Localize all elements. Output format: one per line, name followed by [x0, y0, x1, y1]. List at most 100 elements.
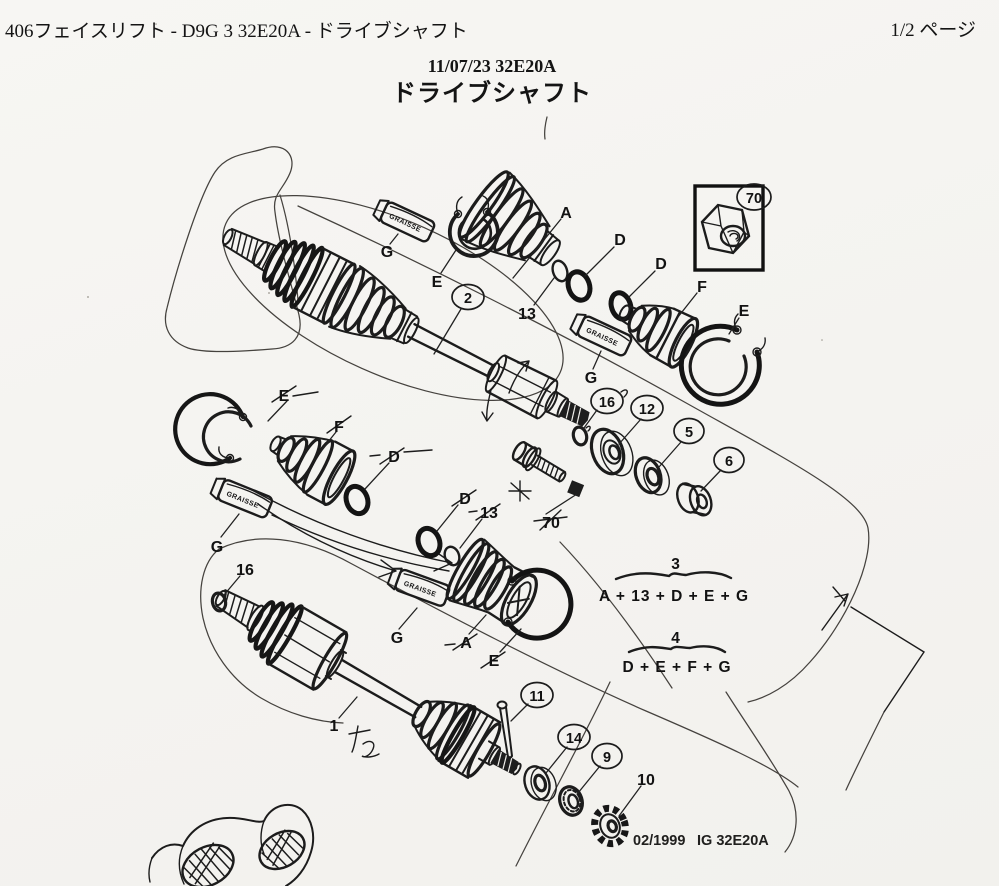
spacer-6 — [676, 482, 713, 517]
circle-70 — [736, 183, 772, 211]
callout-5-bearing: 5 — [685, 425, 693, 441]
pin-11 — [496, 700, 513, 761]
tone-wheel-10 — [591, 804, 629, 848]
callout-e-circlip-large: E — [739, 303, 750, 320]
subframe-sketch — [148, 803, 315, 886]
stub-end-parts — [496, 700, 629, 848]
callout-e-circlip-upper: E — [432, 274, 443, 291]
clamp-d-1 — [565, 269, 593, 303]
circle-2 — [451, 283, 485, 311]
stamp-date: 02/1999 — [633, 833, 685, 849]
callout-6-spacer: 6 — [725, 454, 733, 470]
callout-d-clamp2: D — [655, 256, 667, 273]
ring-16-upper — [571, 425, 591, 447]
bushing-2 — [258, 829, 306, 871]
circle-11 — [520, 681, 554, 709]
hub-nut-70-box — [693, 184, 765, 272]
footer-stamp: 02/1999 IG 32E20A — [633, 833, 769, 849]
ring-16-lower — [210, 591, 228, 613]
callout-d-clamp1: D — [614, 232, 626, 249]
revision-code: 11/07/23 32E20A — [428, 56, 557, 76]
circle-12 — [630, 394, 664, 422]
mid-parts-row — [511, 425, 713, 517]
hand-strike-marks — [271, 385, 568, 758]
callout-f-boot-lower: F — [334, 419, 344, 436]
callout-70-bolt: 70 — [542, 515, 560, 532]
nut-9 — [558, 785, 584, 817]
clamp-d-3 — [343, 483, 371, 517]
scan-artifact-tick — [543, 116, 548, 140]
grease-tube-1: GRAISSE — [372, 199, 436, 243]
callout-f-boot-upper: F — [697, 279, 707, 296]
deflector-12 — [589, 427, 634, 477]
circlip-e-large — [678, 313, 766, 407]
callout-13-lower: 13 — [480, 505, 498, 522]
washer-14 — [523, 765, 557, 802]
floating-parts-top: GRAISSE GR — [372, 170, 766, 407]
circled-callouts — [451, 183, 772, 770]
callout-11-pin: 11 — [529, 689, 544, 705]
leader-lines — [220, 218, 740, 817]
callout-e-circlip-lower: E — [279, 388, 290, 405]
kit-3-formula: A + 13 + D + E + G — [599, 588, 749, 605]
callout-g-tube2: G — [585, 370, 597, 387]
plain-callouts: G E A D 13 D F E G E F D G 16 D 13 70 G … — [211, 205, 750, 789]
callout-2-inner-joint: 2 — [464, 291, 472, 307]
panel-notch — [850, 606, 925, 713]
lower-panel-left-edge — [200, 548, 344, 724]
callout-d-clamp4: D — [459, 491, 471, 508]
grease-tube-label: GRAISSE — [388, 213, 422, 234]
cv-boot-a — [457, 170, 561, 267]
strut-outline — [164, 146, 301, 353]
callout-g-tube4: G — [391, 630, 403, 647]
right-hand-arrow — [821, 586, 849, 631]
clamp-d-4 — [415, 525, 443, 559]
callout-16-ring: 16 — [599, 395, 615, 411]
callout-g-tube3: G — [211, 539, 223, 556]
callout-13-upper: 13 — [518, 306, 536, 323]
cv-boot-f — [618, 304, 700, 369]
bolt — [511, 440, 567, 483]
upper-driveshaft — [221, 227, 590, 427]
handwritten-scribble — [348, 725, 380, 758]
circle-9 — [591, 742, 623, 770]
kit-4-formula: D + E + F + G — [622, 659, 731, 676]
circlip-e-boot-lower — [503, 567, 574, 641]
bushing-1 — [181, 842, 235, 886]
cv-boot-f-lower — [269, 435, 357, 507]
long-arrow-1 — [251, 489, 453, 572]
bearing-5 — [633, 456, 670, 496]
callout-a-boot-bottom: A — [460, 635, 472, 652]
callout-70-hub-nut: 70 — [746, 191, 762, 207]
callout-14-washer: 14 — [566, 731, 582, 747]
circlip-e-lower — [173, 392, 253, 467]
catalog-breadcrumb: 406フェイスリフト - D9G 3 32E20A - ドライブシャフト — [5, 19, 468, 42]
circled-callout-numbers: 2 16 12 5 6 11 14 9 70 — [464, 191, 762, 766]
grease-tube-3: GRAISSE — [209, 477, 274, 519]
circle-14 — [557, 723, 591, 751]
kit-4-brace — [627, 645, 727, 654]
document-title: ドライブシャフト — [392, 79, 592, 107]
lower-panel-top-edge — [218, 538, 799, 788]
callout-16-lower: 16 — [236, 562, 254, 579]
hand-arrows — [251, 360, 849, 631]
scan-speckles — [87, 23, 823, 341]
lower-driveshaft — [214, 589, 522, 779]
wheel-arch-oval — [222, 194, 564, 402]
ring-13-lower — [443, 545, 461, 567]
stamp-code: IG 32E20A — [697, 833, 769, 849]
callout-10-tone-wheel: 10 — [637, 772, 655, 789]
long-arrow-2 — [257, 503, 397, 578]
circle-16 — [590, 387, 624, 415]
kit-3-brace — [614, 571, 733, 581]
body-outline-curves — [164, 146, 925, 867]
kit-3-number: 3 — [671, 556, 681, 573]
grease-tube-4: GRAISSE — [386, 567, 451, 607]
callout-e-circlip-bottom: E — [489, 653, 500, 670]
floating-parts-bottom: GRAISSE GRAISSE — [173, 392, 574, 641]
page-indicator: 1/2 ページ — [890, 20, 976, 41]
callout-d-clamp3: D — [388, 449, 400, 466]
square-spacer — [567, 480, 585, 498]
